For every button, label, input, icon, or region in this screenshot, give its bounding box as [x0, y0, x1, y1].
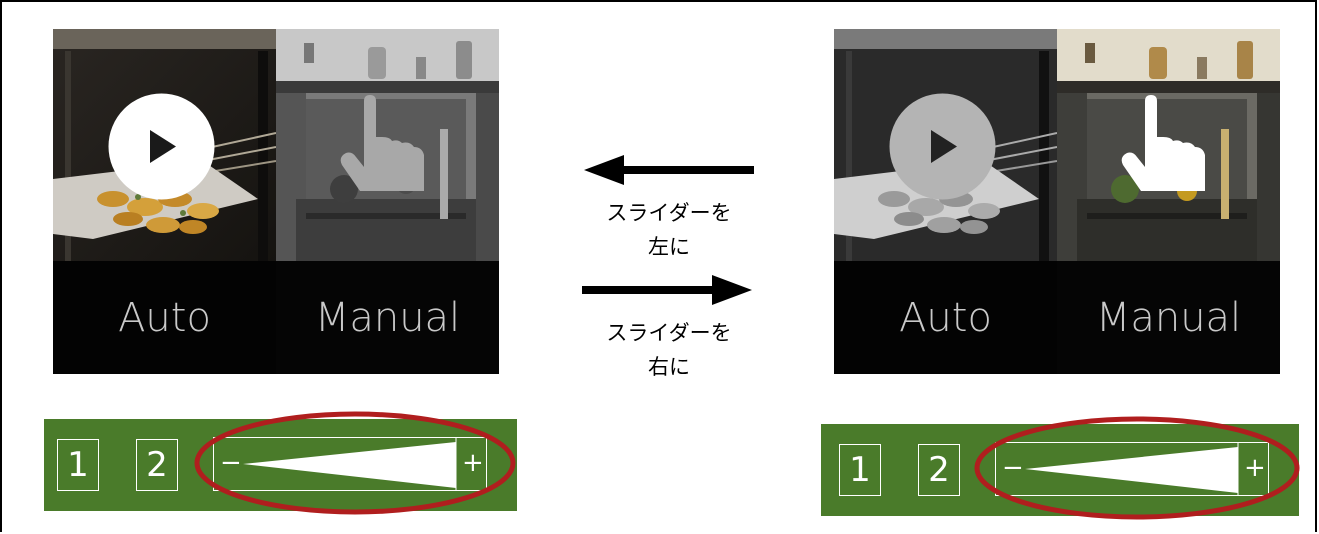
- manual-label: Manual: [276, 261, 499, 374]
- minus-button[interactable]: −: [220, 448, 242, 478]
- hand-pointer-icon: [1121, 95, 1215, 191]
- manual-tile[interactable]: Manual: [1057, 29, 1280, 374]
- slide-right-line2: 右に: [648, 355, 690, 379]
- auto-tile[interactable]: Auto: [834, 29, 1057, 374]
- hand-pointer-icon: [340, 95, 434, 191]
- minus-button[interactable]: −: [1002, 453, 1024, 483]
- play-icon[interactable]: [108, 93, 215, 200]
- level-slider[interactable]: − +: [995, 441, 1269, 496]
- mode-panel-before: Auto: [53, 29, 499, 374]
- slide-left-instruction: スライダーを 左に: [569, 196, 769, 264]
- slide-left-line1: スライダーを: [606, 201, 732, 225]
- slider-wedge: [1024, 441, 1238, 496]
- auto-tile[interactable]: Auto: [53, 29, 276, 374]
- level-slider[interactable]: − +: [213, 436, 487, 491]
- manual-tile[interactable]: Manual: [276, 29, 499, 374]
- slide-right-line1: スライダーを: [606, 321, 732, 345]
- plus-button[interactable]: +: [1244, 453, 1266, 483]
- slider-wedge: [242, 436, 456, 491]
- arrow-left-icon: [584, 155, 754, 185]
- preset-2-button[interactable]: 2: [136, 439, 178, 491]
- slider-bar-after: 1 2 − +: [821, 424, 1299, 516]
- highlight-ellipse: [193, 409, 523, 519]
- play-icon[interactable]: [889, 93, 996, 200]
- highlight-ellipse: [973, 414, 1308, 524]
- preset-1-button[interactable]: 1: [57, 439, 99, 491]
- slide-left-line2: 左に: [648, 235, 690, 259]
- mode-panel-after: Auto: [834, 29, 1280, 374]
- preset-2-button[interactable]: 2: [918, 444, 960, 496]
- manual-label: Manual: [1057, 261, 1280, 374]
- arrow-right-icon: [582, 275, 752, 305]
- auto-label: Auto: [834, 261, 1057, 374]
- plus-button[interactable]: +: [462, 448, 484, 478]
- slider-bar-before: 1 2 − +: [44, 419, 517, 511]
- auto-label: Auto: [53, 261, 276, 374]
- preset-1-button[interactable]: 1: [839, 444, 881, 496]
- slide-right-instruction: スライダーを 右に: [569, 316, 769, 384]
